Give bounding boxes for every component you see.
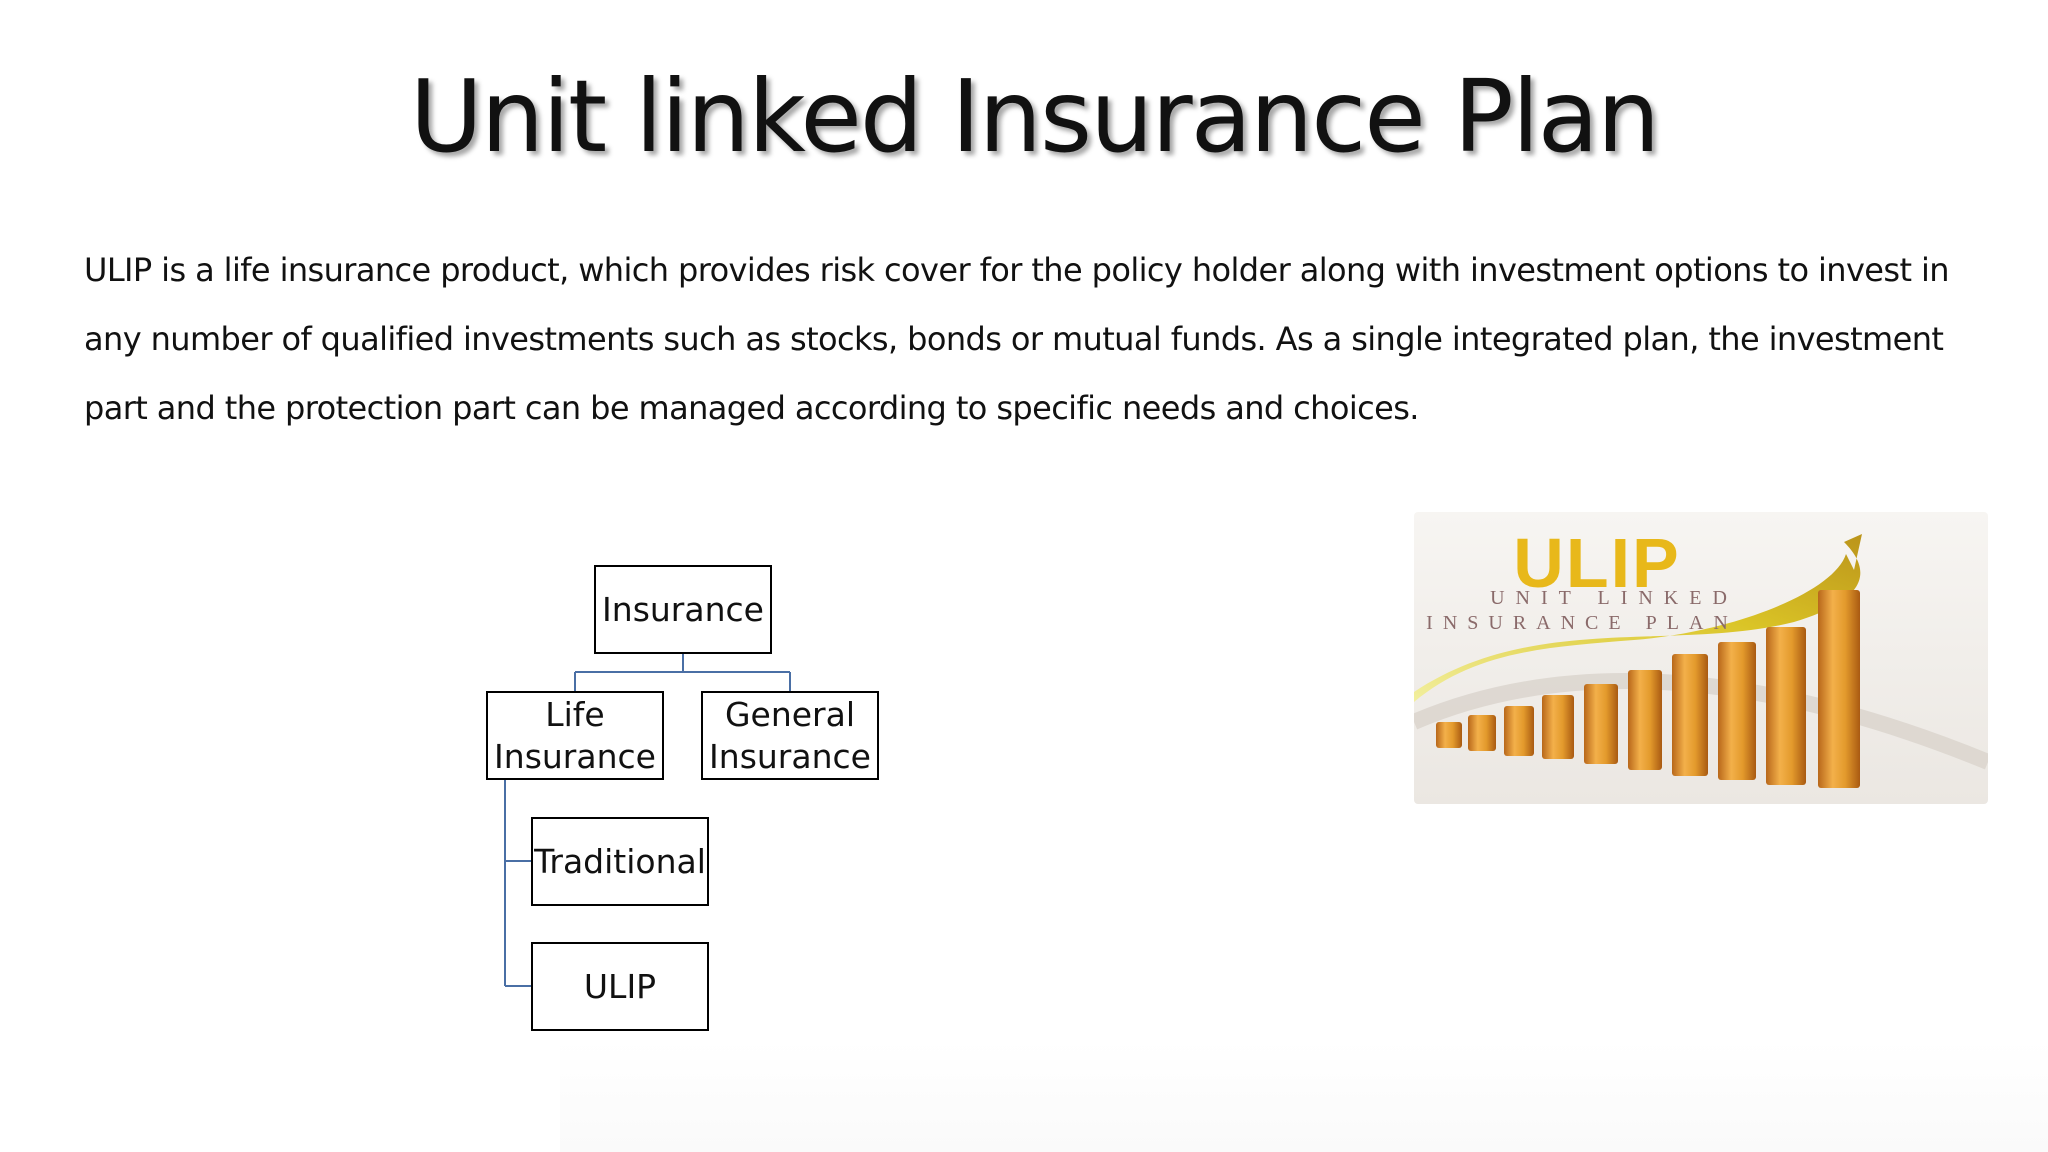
body-line-3: part and the protection part can be mana… <box>84 389 1419 427</box>
org-node-insurance-label: Insurance <box>602 589 764 629</box>
org-node-life-label-1: Life <box>545 694 605 734</box>
body-paragraph: ULIP is a life insurance product, which … <box>84 236 1984 443</box>
ulip-bar-4 <box>1542 695 1574 759</box>
ulip-bar-10 <box>1818 590 1860 788</box>
background-shade <box>560 1040 2048 1152</box>
org-node-general-label-2: Insurance <box>709 736 871 776</box>
ulip-bar-1 <box>1436 722 1462 748</box>
ulip-image-subtitle-2: INSURANCE PLAN <box>1426 612 1738 634</box>
body-line-2: any number of qualified investments such… <box>84 320 1944 358</box>
ulip-bar-8 <box>1718 642 1756 780</box>
slide-title: Unit linked Insurance Plan <box>409 58 1661 175</box>
ulip-swoosh <box>1414 673 1988 770</box>
org-node-ulip-label: ULIP <box>583 966 657 1006</box>
ulip-bars <box>1436 590 1860 788</box>
body-line-1: ULIP is a life insurance product, which … <box>84 251 1950 289</box>
ulip-bar-3 <box>1504 706 1534 756</box>
ulip-bar-6 <box>1628 670 1662 770</box>
ulip-bar-5 <box>1584 684 1618 764</box>
org-node-ulip: ULIP <box>531 942 709 1031</box>
ulip-image-subtitle-1: UNIT LINKED <box>1490 587 1738 609</box>
ulip-illustration: ULIP UNIT LINKED INSURANCE PLAN <box>1414 512 1988 804</box>
ulip-growth-arrow <box>1414 534 1862 702</box>
org-node-general-insurance: General Insurance <box>701 691 879 780</box>
ulip-bar-2 <box>1468 715 1496 751</box>
org-node-traditional: Traditional <box>531 817 709 906</box>
org-node-general-label-1: General <box>724 694 856 734</box>
org-node-life-label-2: Insurance <box>494 736 656 776</box>
ulip-image-headline: ULIP <box>1513 524 1680 602</box>
ulip-bar-9 <box>1766 627 1806 785</box>
org-node-life-insurance: Life Insurance <box>486 691 664 780</box>
org-node-insurance: Insurance <box>594 565 772 654</box>
ulip-bar-7 <box>1672 654 1708 776</box>
org-node-traditional-label: Traditional <box>534 841 706 881</box>
